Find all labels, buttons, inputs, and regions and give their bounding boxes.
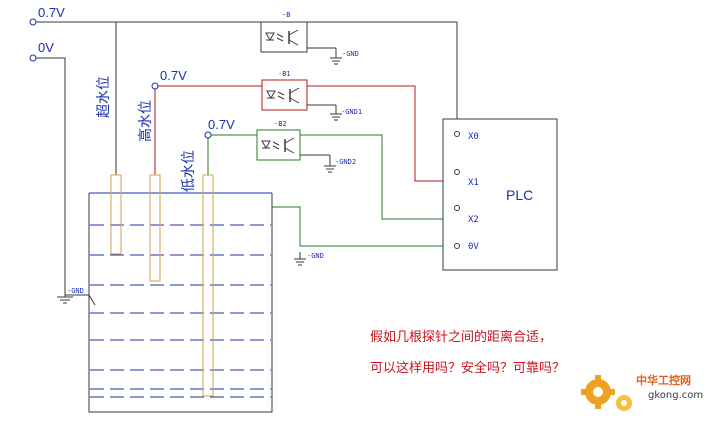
plc-label: PLC bbox=[506, 187, 533, 203]
terminal-07v-low bbox=[204, 131, 212, 139]
terminal-0v bbox=[29, 54, 37, 62]
plc-port-x1: X1 bbox=[468, 178, 479, 188]
label-0v: 0V bbox=[38, 40, 54, 55]
label-opto-b2-gnd: -GND2 bbox=[335, 158, 356, 166]
question-line-1: 假如几根探针之间的距离合适， bbox=[370, 329, 552, 345]
label-probe-high: 高水位 bbox=[137, 100, 153, 142]
label-opto-b-gnd: -GND bbox=[342, 50, 359, 58]
water-tank bbox=[88, 192, 273, 413]
optocoupler-b1 bbox=[261, 79, 308, 111]
plc-port-x0: X0 bbox=[468, 132, 479, 142]
terminal-07v-mid bbox=[151, 82, 159, 90]
label-07v-low: 0.7V bbox=[208, 117, 235, 132]
plc-port-0v: 0V bbox=[468, 242, 479, 252]
label-opto-b2: -B2 bbox=[274, 120, 287, 128]
wire-green bbox=[207, 134, 446, 247]
small-gear-icon bbox=[616, 395, 632, 411]
svg-text:中华工控网: 中华工控网 bbox=[636, 373, 691, 387]
label-tank-gnd: -GND bbox=[307, 252, 324, 260]
label-opto-b1-gnd: -GND1 bbox=[341, 108, 362, 116]
ground-tank-symbol bbox=[294, 252, 306, 266]
gear-icon bbox=[581, 375, 615, 409]
plc-port-x2: X2 bbox=[468, 215, 479, 225]
wire-top-supply bbox=[36, 21, 458, 175]
plc-port-x0-terminal bbox=[454, 131, 460, 137]
ground-opto-b1-symbol bbox=[330, 105, 342, 121]
wire-red bbox=[154, 85, 446, 182]
plc-port-x1-terminal bbox=[454, 169, 460, 175]
probe-super bbox=[110, 174, 122, 255]
plc-box bbox=[442, 118, 558, 271]
question-line-2: 可以这样用吗？安全吗？可靠吗？ bbox=[370, 360, 565, 376]
ground-opto-b-symbol bbox=[330, 48, 342, 65]
plc-port-x2-terminal bbox=[454, 205, 460, 211]
ground-left-symbol bbox=[57, 295, 73, 304]
terminal-07v-top bbox=[29, 18, 37, 26]
label-opto-b1: -B1 bbox=[278, 70, 291, 78]
label-left-gnd: -GND bbox=[67, 287, 84, 295]
svg-text:gkong.com: gkong.com bbox=[648, 390, 703, 401]
label-07v-top: 0.7V bbox=[38, 5, 65, 20]
label-opto-b: -B bbox=[282, 11, 290, 19]
optocoupler-b bbox=[260, 21, 308, 53]
optocoupler-b2 bbox=[256, 129, 301, 161]
ground-opto-b2-symbol bbox=[324, 155, 336, 173]
label-probe-super: 超水位 bbox=[95, 76, 111, 118]
wire-left-to-tank-b bbox=[88, 294, 96, 306]
probe-low bbox=[202, 174, 214, 397]
watermark-logo: 中华工控网 gkong.com bbox=[581, 373, 703, 411]
probe-high bbox=[149, 174, 161, 282]
label-probe-low: 低水位 bbox=[180, 150, 196, 192]
plc-port-0v-terminal bbox=[454, 243, 460, 249]
wire-0v bbox=[36, 57, 66, 295]
label-07v-mid: 0.7V bbox=[160, 68, 187, 83]
